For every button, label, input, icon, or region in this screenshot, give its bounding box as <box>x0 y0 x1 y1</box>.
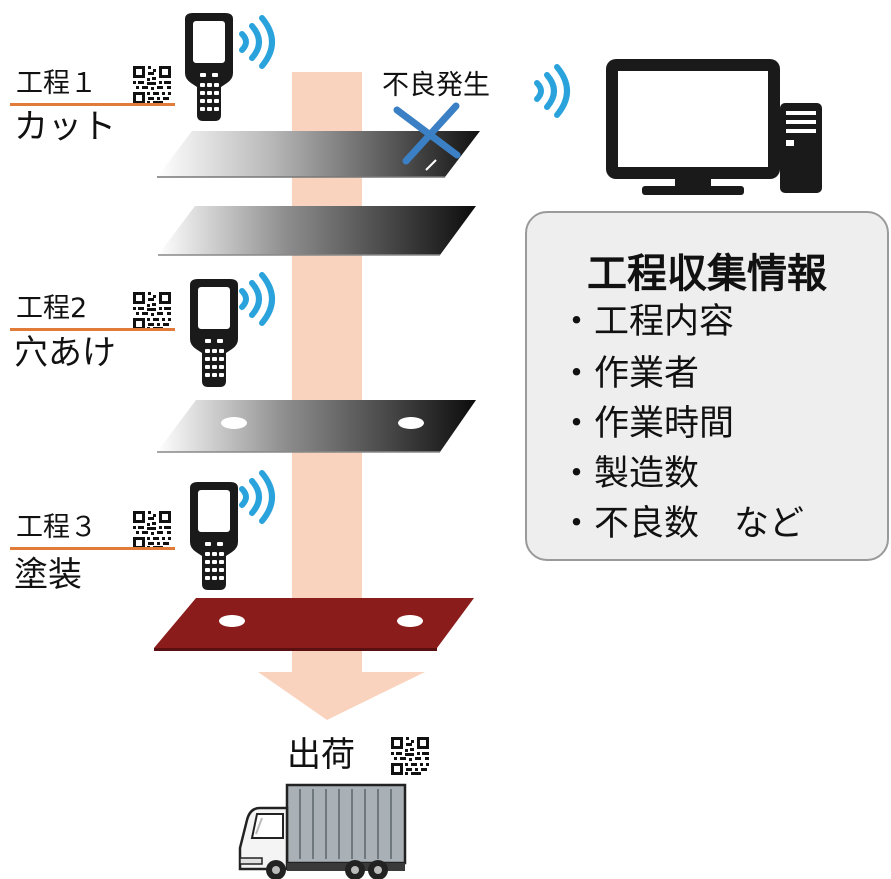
handheld-scanner-icon <box>184 12 234 122</box>
info-item: ・作業時間 <box>559 404 735 444</box>
plate-drilled <box>157 400 476 453</box>
qr-code-icon <box>391 737 429 775</box>
shipping-label: 出荷 <box>287 735 355 775</box>
monitor-icon <box>606 59 780 195</box>
wifi-signal-icon <box>242 18 272 66</box>
qr-code-icon <box>133 511 171 549</box>
info-item: ・作業者 <box>559 354 700 394</box>
handheld-scanner-icon <box>189 278 239 388</box>
plate-cut <box>157 131 480 178</box>
step3-underline <box>10 547 175 550</box>
step2-underline <box>10 328 175 331</box>
qr-code-icon <box>133 292 171 330</box>
step1-underline <box>10 103 175 106</box>
step1-name: カット <box>14 107 116 147</box>
step3-label: 工程３ <box>16 512 97 543</box>
info-panel-title: 工程収集情報 <box>587 251 827 297</box>
step2-name: 穴あけ <box>14 333 116 373</box>
handheld-scanner-icon <box>189 481 239 591</box>
info-panel: 工程収集情報 ・工程内容 ・作業者 ・作業時間 ・製造数 ・不良数 など <box>525 211 889 561</box>
qr-code-icon <box>133 66 171 104</box>
step1-label: 工程１ <box>16 68 97 99</box>
pc-tower-icon <box>780 103 822 193</box>
defect-cross-icon <box>393 102 461 165</box>
plate-blank <box>158 206 476 256</box>
step3-name: 塗装 <box>14 555 82 595</box>
wifi-signal-icon <box>242 275 272 323</box>
wifi-signal-icon <box>537 67 567 115</box>
step2-label: 工程2 <box>16 293 88 324</box>
wifi-signal-icon <box>242 473 272 521</box>
info-item: ・不良数 など <box>559 504 805 544</box>
info-item: ・工程内容 <box>559 302 735 342</box>
info-item: ・製造数 <box>559 454 700 494</box>
delivery-truck-icon <box>238 783 407 879</box>
plate-painted <box>154 598 474 651</box>
defect-label: 不良発生 <box>382 70 490 101</box>
cut-mark <box>425 159 437 171</box>
